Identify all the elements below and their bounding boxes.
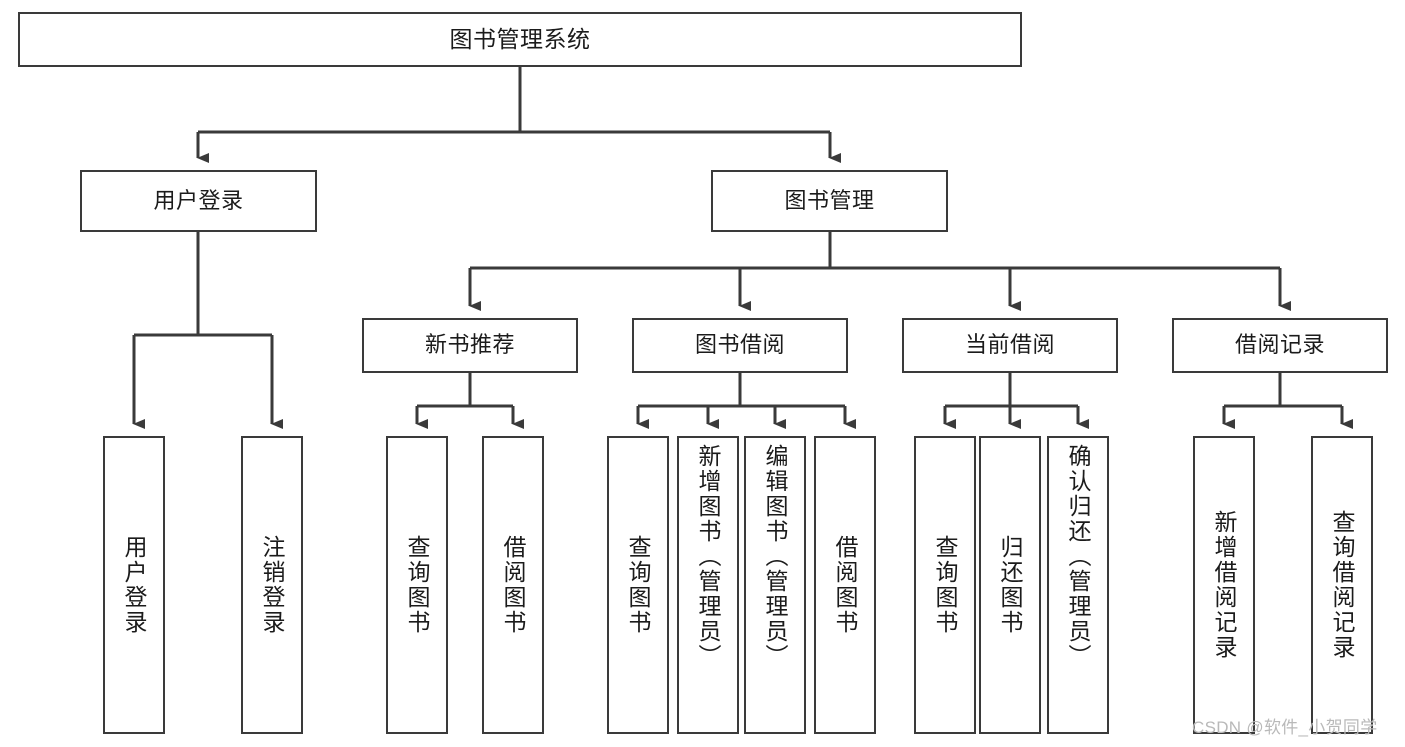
- node-label: 查询图书: [932, 535, 959, 635]
- node-root-book-management-system[interactable]: 图书管理系统: [18, 12, 1022, 67]
- node-leaf-current-return-book[interactable]: 归还图书: [979, 436, 1041, 734]
- node-leaf-user-login[interactable]: 用户登录: [103, 436, 165, 734]
- node-label: 当前借阅: [964, 332, 1055, 358]
- node-label: 图书借阅: [694, 332, 785, 358]
- node-book-borrow[interactable]: 图书借阅: [632, 318, 848, 373]
- node-label: 图书管理系统: [449, 26, 591, 53]
- node-leaf-borrow-add-book-admin[interactable]: 新增图书（管理员）: [677, 436, 739, 734]
- node-label: 新增借阅记录: [1211, 510, 1238, 660]
- node-label: 确认归还（管理员）: [1065, 444, 1092, 669]
- node-label: 查询图书: [404, 535, 431, 635]
- node-leaf-borrow-edit-book-admin[interactable]: 编辑图书（管理员）: [744, 436, 806, 734]
- node-leaf-current-confirm-return-admin[interactable]: 确认归还（管理员）: [1047, 436, 1109, 734]
- node-leaf-record-query-borrow-record[interactable]: 查询借阅记录: [1311, 436, 1373, 734]
- node-leaf-record-add-borrow-record[interactable]: 新增借阅记录: [1193, 436, 1255, 734]
- node-new-book-recommend[interactable]: 新书推荐: [362, 318, 578, 373]
- node-label: 图书管理: [784, 187, 875, 213]
- node-current-borrow[interactable]: 当前借阅: [902, 318, 1118, 373]
- node-label: 借阅图书: [832, 535, 859, 635]
- node-leaf-recommend-borrow-book[interactable]: 借阅图书: [482, 436, 544, 734]
- node-label: 用户登录: [121, 535, 148, 635]
- node-leaf-borrow-lend-book[interactable]: 借阅图书: [814, 436, 876, 734]
- node-label: 注销登录: [259, 535, 286, 635]
- node-label: 归还图书: [997, 535, 1024, 635]
- node-label: 新增图书（管理员）: [695, 444, 722, 669]
- connectors: [132, 67, 1353, 429]
- node-label: 用户登录: [153, 187, 244, 213]
- node-label: 查询图书: [625, 535, 652, 635]
- node-leaf-current-query-book[interactable]: 查询图书: [914, 436, 976, 734]
- node-leaf-borrow-query-book[interactable]: 查询图书: [607, 436, 669, 734]
- node-user-login[interactable]: 用户登录: [80, 170, 317, 232]
- node-label: 查询借阅记录: [1329, 510, 1356, 660]
- node-leaf-recommend-query-book[interactable]: 查询图书: [386, 436, 448, 734]
- node-book-management[interactable]: 图书管理: [711, 170, 948, 232]
- node-label: 借阅记录: [1234, 332, 1325, 358]
- node-borrow-record[interactable]: 借阅记录: [1172, 318, 1388, 373]
- node-label: 新书推荐: [424, 332, 515, 358]
- node-label: 编辑图书（管理员）: [762, 444, 789, 669]
- node-label: 借阅图书: [500, 535, 527, 635]
- csdn-watermark: CSDN @软件_小贺同学: [1192, 718, 1378, 737]
- node-leaf-logout[interactable]: 注销登录: [241, 436, 303, 734]
